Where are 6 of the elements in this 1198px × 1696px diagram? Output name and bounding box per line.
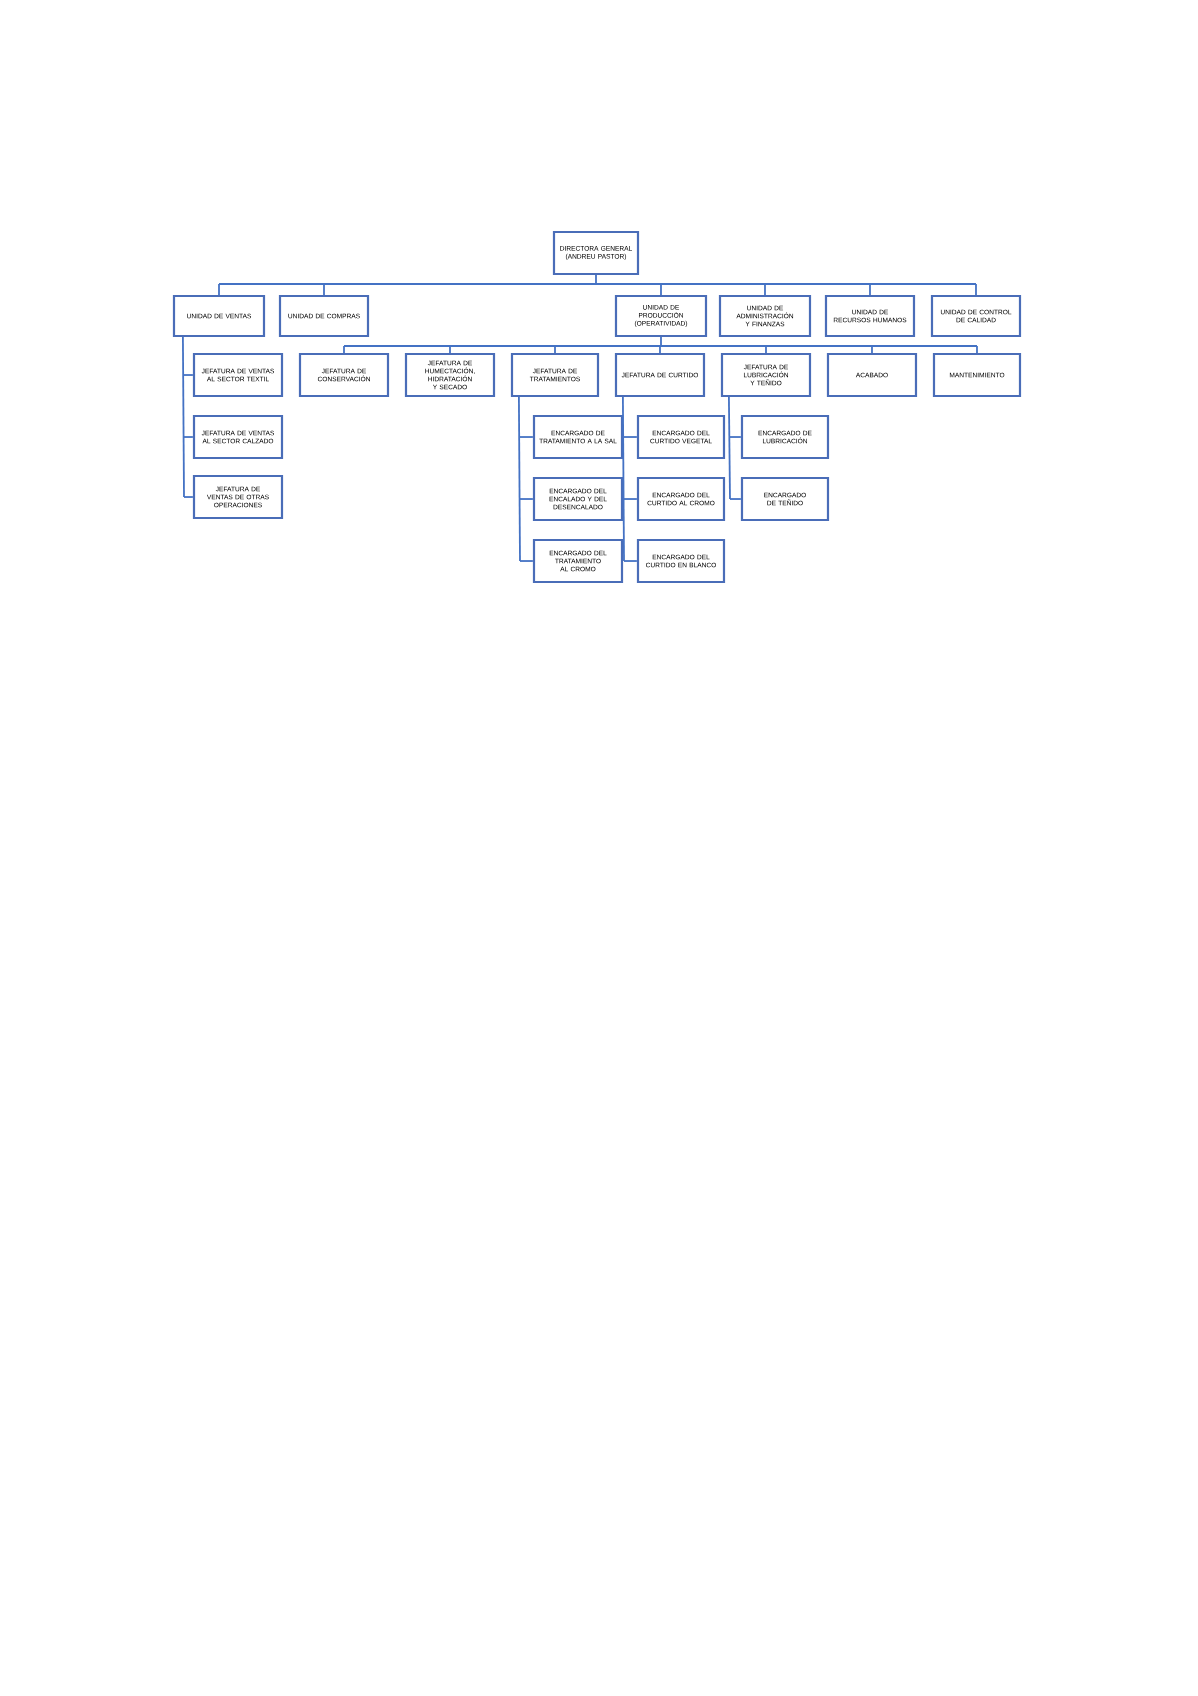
connector-line — [622, 396, 638, 562]
connector-line — [218, 274, 977, 296]
connector-line — [728, 396, 742, 500]
connector-line — [343, 336, 978, 354]
connector-line — [182, 336, 194, 498]
connector-line — [518, 396, 534, 562]
